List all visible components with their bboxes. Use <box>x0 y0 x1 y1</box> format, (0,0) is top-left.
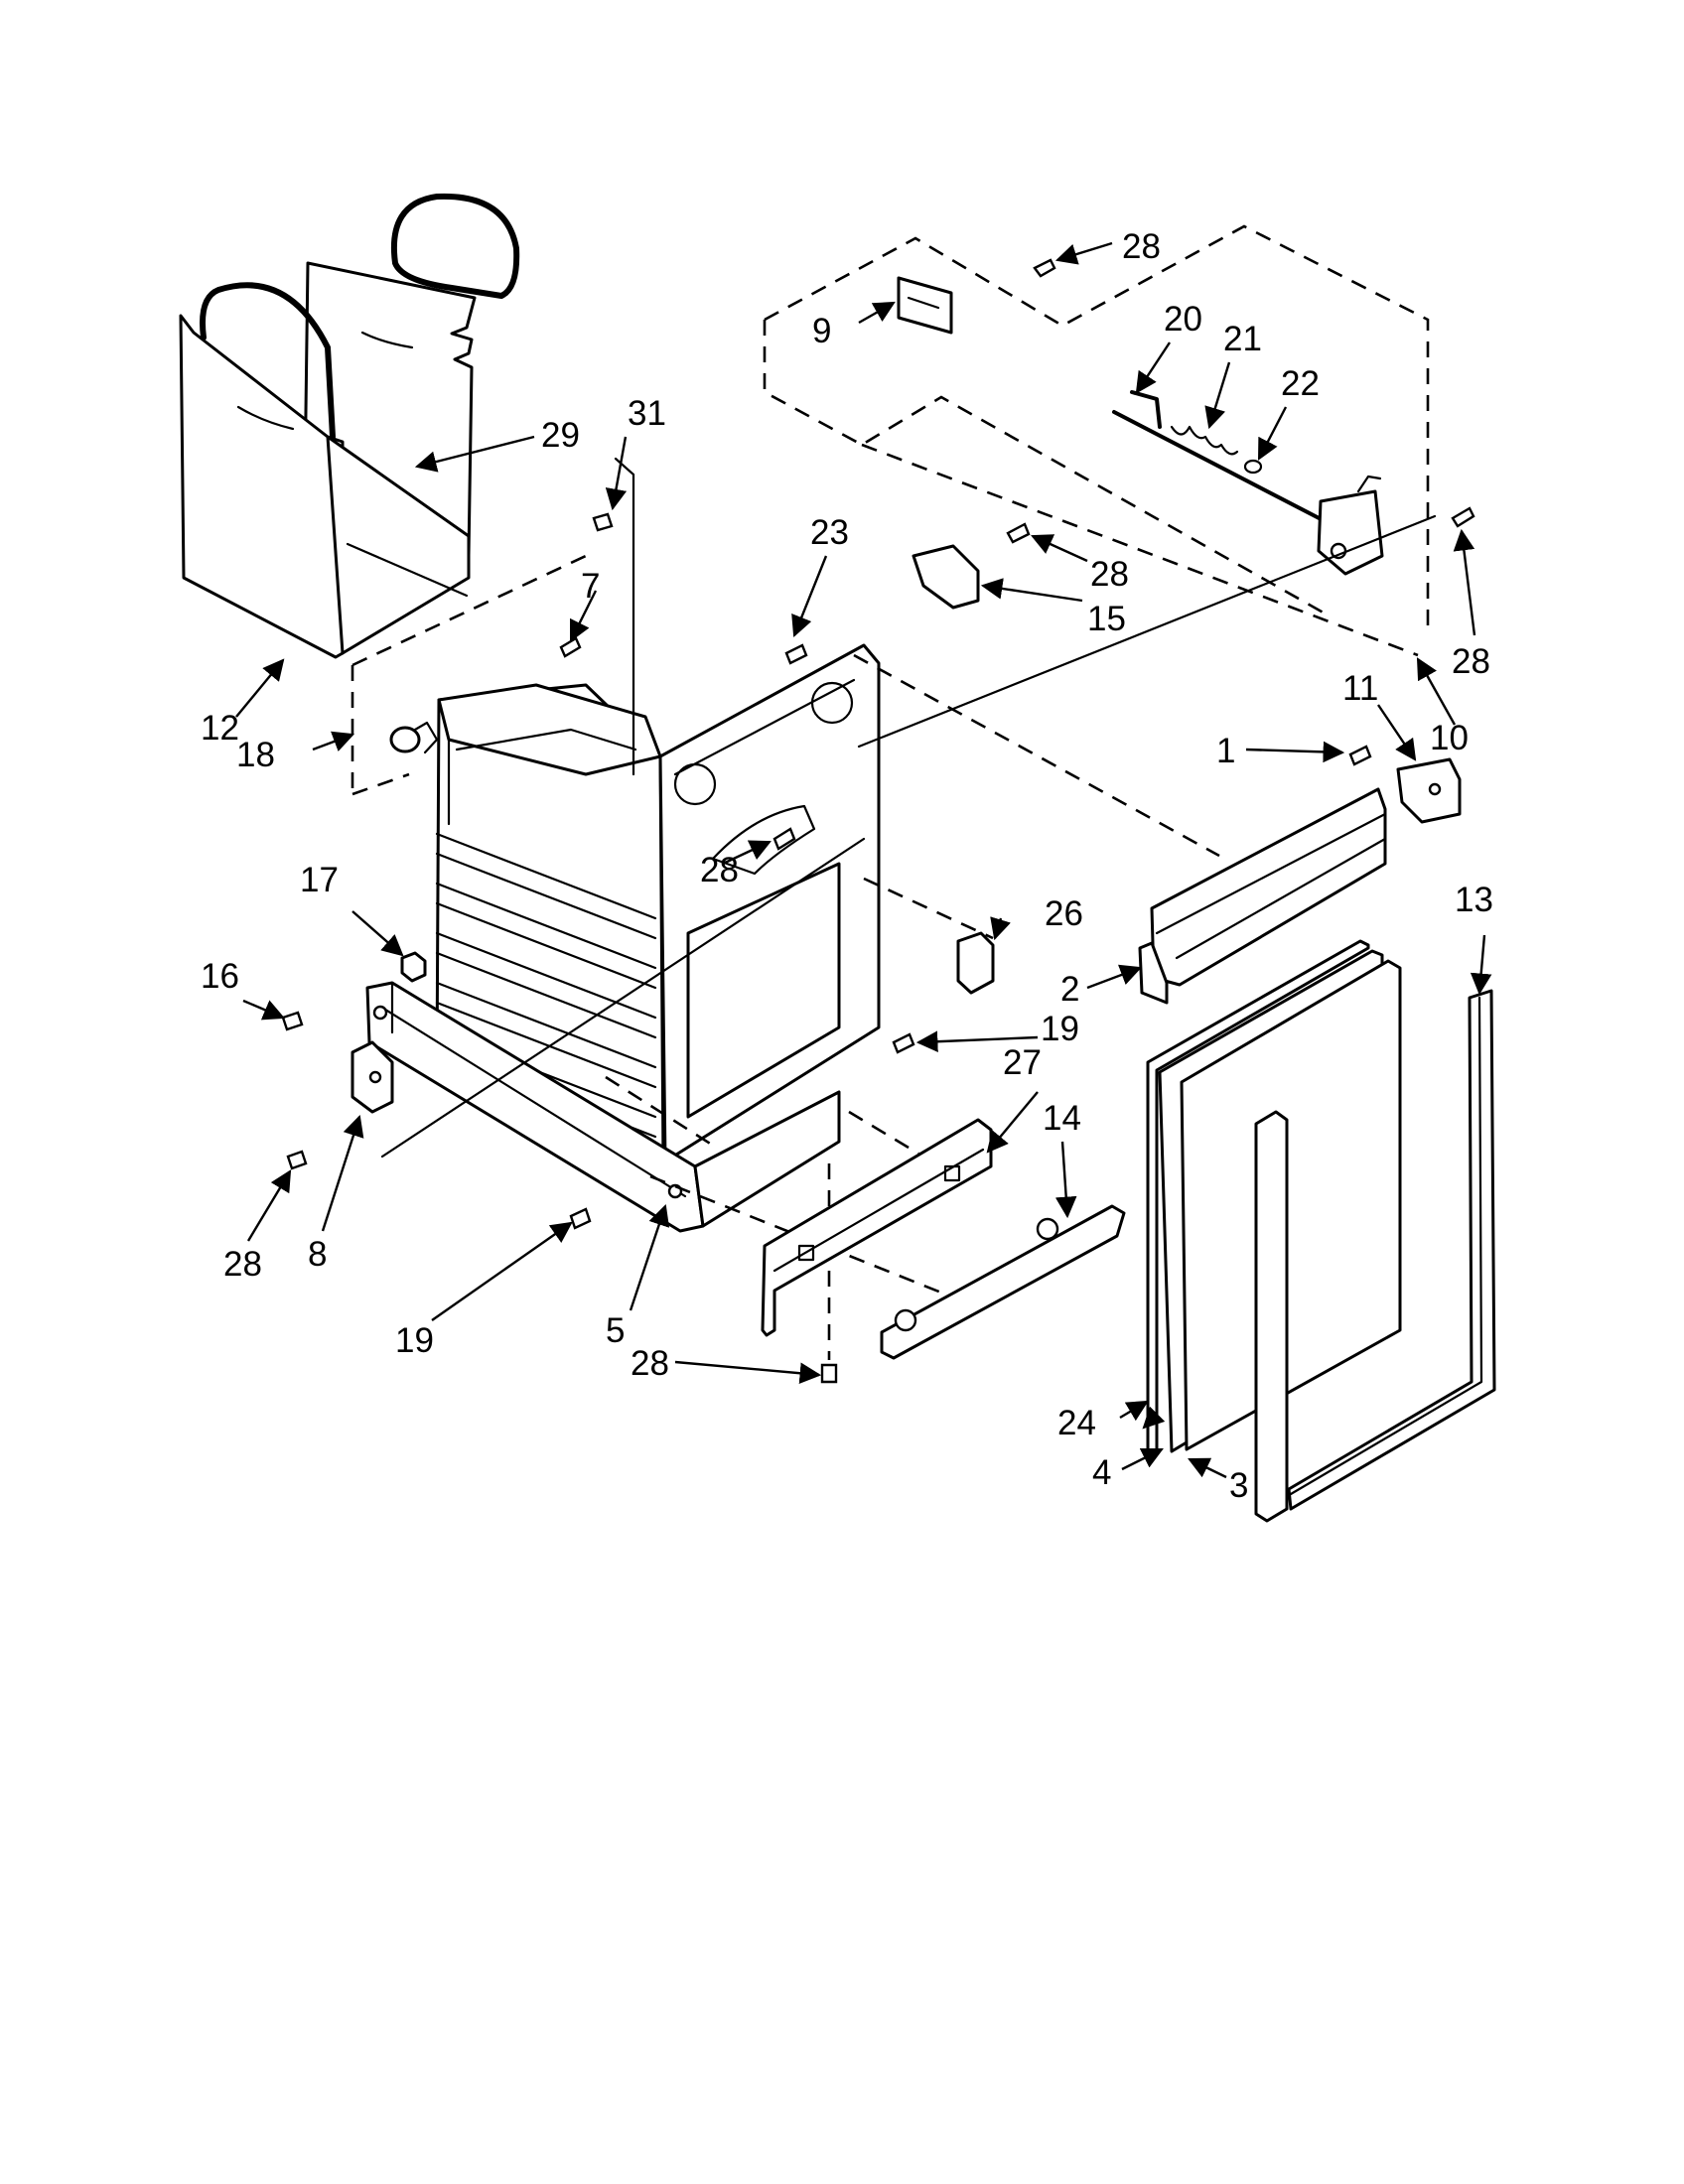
door-trim <box>1254 1110 1289 1523</box>
screw-icon <box>569 1207 592 1230</box>
alignment-lines <box>380 457 1437 1360</box>
screw-icon <box>820 1363 838 1384</box>
screw-icon <box>1348 745 1372 766</box>
screw-icon <box>784 643 808 665</box>
callout-18: 18 <box>236 736 275 774</box>
callout-12: 12 <box>201 709 239 748</box>
callout-13: 13 <box>1455 881 1493 919</box>
screw-icon <box>1006 522 1031 544</box>
callout-20: 20 <box>1164 300 1202 339</box>
screw-icon <box>559 636 582 658</box>
latch-plate <box>1317 489 1384 576</box>
callout-9: 9 <box>812 312 831 350</box>
callout-28: 28 <box>631 1344 669 1383</box>
cabinet-louvers <box>435 832 657 1139</box>
door-catch <box>912 544 980 610</box>
cabinet-assembly <box>365 643 881 1233</box>
screw-icon <box>286 1150 308 1170</box>
toe-plate <box>880 1204 1126 1360</box>
callout-28: 28 <box>700 851 739 889</box>
callout-14: 14 <box>1043 1099 1081 1138</box>
latch-spring <box>1170 425 1239 456</box>
screw-icon <box>772 827 796 851</box>
screw-icon <box>1033 258 1056 278</box>
callout-24: 24 <box>1057 1404 1096 1442</box>
screw-icon <box>892 1032 915 1054</box>
kick-plate-assembly <box>761 1118 1126 1360</box>
callout-5: 5 <box>606 1311 625 1350</box>
callout-10: 10 <box>1430 719 1469 757</box>
callout-1: 1 <box>1216 732 1235 770</box>
callout-4: 4 <box>1092 1453 1111 1492</box>
callout-19: 19 <box>1041 1010 1079 1048</box>
callout-28: 28 <box>1090 555 1129 594</box>
callout-17: 17 <box>300 861 339 899</box>
screws <box>281 258 1475 1384</box>
callout-28: 28 <box>1452 642 1490 681</box>
callout-16: 16 <box>201 957 239 996</box>
callout-29: 29 <box>541 416 580 455</box>
callout-3: 3 <box>1229 1466 1248 1505</box>
callout-labels: 28 9 20 21 22 29 31 23 28 15 7 28 11 10 … <box>201 227 1493 1505</box>
clip-bracket <box>956 931 995 995</box>
small-parts <box>281 258 1475 1384</box>
latch-subassembly <box>763 224 1430 657</box>
callout-leaders <box>235 241 1492 1479</box>
callout-21: 21 <box>1223 320 1262 358</box>
door-top-rail <box>1138 757 1462 1005</box>
screw-icon <box>281 1011 304 1031</box>
callout-22: 22 <box>1281 364 1320 403</box>
callout-27: 27 <box>1003 1043 1042 1082</box>
callout-23: 23 <box>810 513 849 552</box>
callout-8: 8 <box>308 1235 327 1274</box>
callout-19: 19 <box>395 1321 434 1360</box>
bag-side <box>326 435 471 655</box>
callout-11: 11 <box>1342 669 1378 708</box>
callout-26: 26 <box>1045 894 1083 933</box>
callout-15: 15 <box>1087 600 1126 638</box>
bag-assembly <box>179 193 587 796</box>
bag-handle <box>200 282 336 440</box>
callout-2: 2 <box>1060 970 1079 1009</box>
door-assembly <box>1146 939 1496 1523</box>
cabinet-foot <box>693 1090 841 1228</box>
callout-7: 7 <box>581 567 600 606</box>
callout-28: 28 <box>1122 227 1161 266</box>
latch-rod <box>1112 410 1333 526</box>
hinge-bracket <box>897 276 953 335</box>
knob <box>389 721 439 754</box>
door-liner <box>1180 959 1402 1451</box>
kick-plate <box>761 1118 993 1337</box>
rail-end-block <box>1138 941 1169 1005</box>
callout-28: 28 <box>223 1245 262 1284</box>
callout-31: 31 <box>628 394 666 433</box>
cabinet-front-window <box>686 862 841 1119</box>
screw-icon <box>592 512 614 532</box>
bag-strap <box>391 193 520 299</box>
screw-icon <box>1451 506 1475 528</box>
hex-nut <box>400 951 427 983</box>
